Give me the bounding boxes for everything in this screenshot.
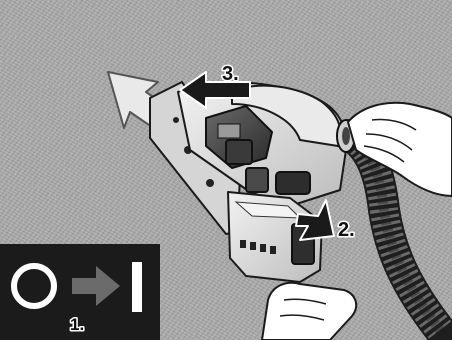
step-1-label: 1. <box>70 315 84 334</box>
step-3-label: 3. <box>222 63 239 85</box>
step-2-label: 2. <box>338 219 355 241</box>
bottom-hand <box>262 283 356 340</box>
power-tool-icon <box>150 82 355 282</box>
switch-panel: 1. <box>0 244 160 340</box>
